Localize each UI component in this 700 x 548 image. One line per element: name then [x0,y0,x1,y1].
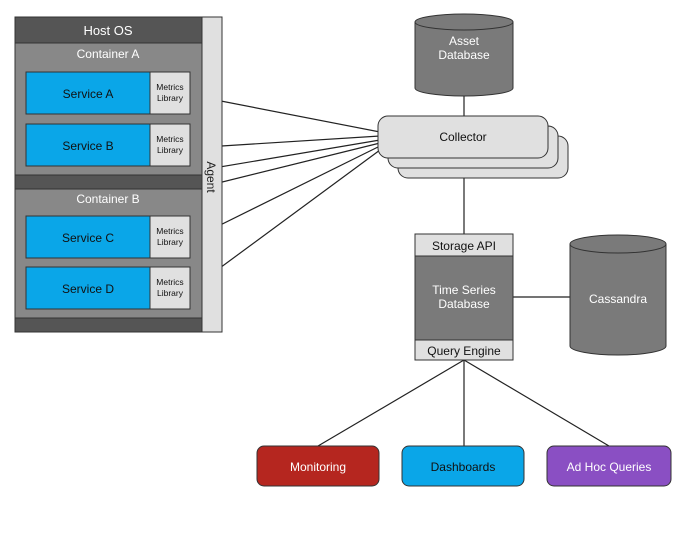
output-dashboards: Dashboards [401,445,525,487]
output-monitoring: Monitoring [256,445,380,487]
query-engine-box [414,339,514,361]
tsdb-body [414,255,514,341]
agent-label: Agent [204,161,218,193]
output-ad-hoc-queries: Ad Hoc Queries [546,445,672,487]
service-b-lib-line2: Library [157,145,184,155]
asset-database-line1: Asset [449,34,480,48]
service-b-lib-line1: Metrics [156,134,183,144]
host-os-title: Host OS [83,23,132,38]
query-engine-label: Query Engine [427,344,501,358]
cassandra-top [569,234,667,254]
service-a: Service A Metrics Library [25,71,191,115]
collector: Collector [377,115,569,179]
storage-api-label: Storage API [432,239,496,253]
service-b-label: Service B [62,139,113,153]
host-os-header [14,16,203,44]
service-b-box [25,123,151,167]
monitoring-box [256,445,380,487]
dashboards-label: Dashboards [431,460,496,474]
host-os-bottom-bar [14,317,203,333]
monitoring-label: Monitoring [290,460,346,474]
asset-database: Asset Database [414,13,514,97]
service-d-lib-line1: Metrics [156,277,183,287]
service-d: Service D Metrics Library [25,266,191,310]
ad-hoc-queries-box [546,445,672,487]
service-d-lib-line2: Library [157,288,184,298]
service-b-metrics-library [149,123,191,167]
cassandra-label: Cassandra [589,292,647,306]
service-c: Service C Metrics Library [25,215,191,259]
service-c-metrics-library [149,215,191,259]
service-c-box [25,215,151,259]
service-a-lib-line2: Library [157,93,184,103]
service-d-label: Service D [62,282,114,296]
asset-database-body [414,22,514,97]
cassandra-body [569,244,667,356]
container-a: Container A Service A Metrics Library Se… [14,42,203,176]
service-b: Service B Metrics Library [25,123,191,167]
cassandra: Cassandra [569,234,667,356]
container-b: Container B Service C Metrics Library Se… [14,188,203,319]
service-d-metrics-library [149,266,191,310]
asset-database-top [414,13,514,31]
tsdb-line2: Database [438,297,490,311]
container-b-title: Container B [76,192,139,206]
container-divider [14,174,203,190]
line-query-adhoc [463,359,610,447]
asset-database-line2: Database [438,48,490,62]
service-c-lib-line1: Metrics [156,226,183,236]
ad-hoc-queries-label: Ad Hoc Queries [567,460,652,474]
line-query-monitoring [317,359,465,447]
service-a-label: Service A [63,87,114,101]
tsdb-line1: Time Series [432,283,496,297]
container-a-title: Container A [77,47,140,61]
collector-label: Collector [439,130,486,144]
collector-box [377,115,549,159]
service-a-lib-line1: Metrics [156,82,183,92]
service-c-label: Service C [62,231,114,245]
dashboards-box [401,445,525,487]
service-c-lib-line2: Library [157,237,184,247]
service-a-metrics-library [149,71,191,115]
time-series-database: Storage API Time Series Database Query E… [414,233,514,361]
